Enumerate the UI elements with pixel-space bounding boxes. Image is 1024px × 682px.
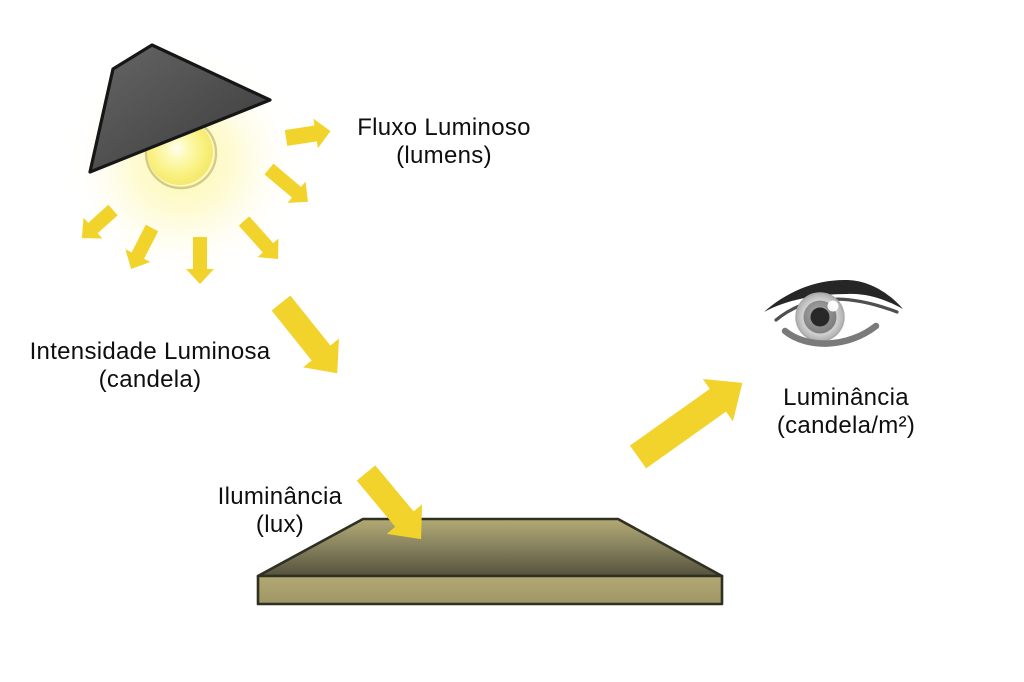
light-ray-arrow-icon [81,204,118,239]
label-fluxo-luminoso-title: Fluxo Luminoso [357,114,531,141]
label-fluxo-luminoso-unit: (lumens) [396,142,492,169]
label-iluminancia: Iluminância (lux) [180,483,380,539]
label-luminancia-unit: (candela/m²) [776,412,916,439]
flux-arrow-icon [284,118,331,149]
light-ray-arrow-icon [238,216,279,260]
intensity-arrow-icon [271,295,339,374]
light-ray-arrow-icon [186,237,214,284]
lower-eyelid [781,322,880,347]
label-fluxo-luminoso: Fluxo Luminoso (lumens) [334,114,554,170]
surface-front-face [256,574,724,606]
label-iluminancia-title: Iluminância [217,483,343,510]
illuminance-arrow-icon [356,465,423,540]
pupil [810,307,830,327]
eye-highlight [827,300,839,312]
label-intensidade-luminosa: Intensidade Luminosa (candela) [0,338,300,394]
light-ray-arrow-icon [264,163,308,203]
label-intensidade-luminosa-title: Intensidade Luminosa [29,338,271,365]
lampshade-icon [88,43,272,174]
light-ray-arrows [81,118,331,284]
label-intensidade-luminosa-unit: (candela) [98,366,202,393]
luminance-arrow-icon [629,379,743,469]
light-ray-arrow-icon [125,224,159,269]
label-iluminancia-unit: (lux) [255,511,305,538]
label-luminancia: Luminância (candela/m²) [740,384,952,440]
eyebrow [764,279,903,312]
eye-icon [764,279,903,347]
illuminated-surface-icon [256,517,724,606]
label-luminancia-title: Luminância [783,384,909,411]
